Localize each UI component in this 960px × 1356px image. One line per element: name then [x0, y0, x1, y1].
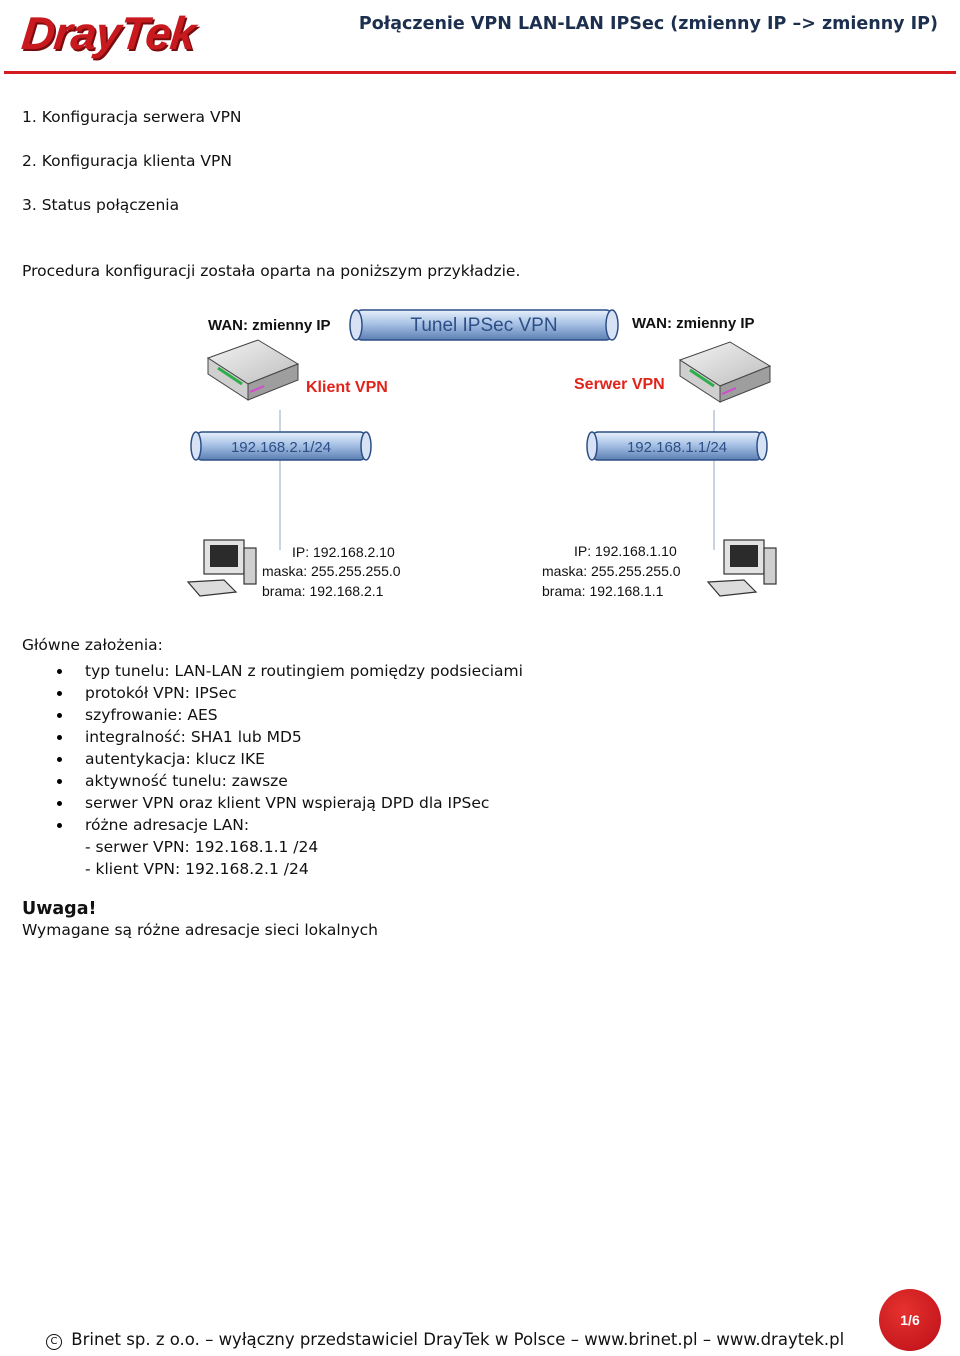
warning-title: Uwaga!: [22, 899, 97, 919]
list-item: protokół VPN: IPSec: [22, 682, 523, 704]
server-pc-gateway: brama: 192.168.1.1: [542, 583, 664, 599]
tunnel-label: Tunel IPSec VPN: [410, 315, 557, 336]
lan-subitem-server: - serwer VPN: 192.168.1.1 /24: [85, 838, 319, 856]
server-lan-pipe: 192.168.1.1/24: [586, 431, 768, 461]
client-pc-ip: IP: 192.168.2.10: [292, 544, 395, 560]
toc-item: 2. Konfiguracja klienta VPN: [22, 152, 232, 170]
bullet-icon: [57, 779, 62, 784]
table-of-contents: 1. Konfiguracja serwera VPN 2. Konfigura…: [22, 108, 242, 240]
footer-text: Brinet sp. z o.o. – wyłączny przedstawic…: [71, 1330, 845, 1349]
page-footer: C Brinet sp. z o.o. – wyłączny przedstaw…: [46, 1330, 844, 1350]
client-pc-gateway: brama: 192.168.2.1: [262, 583, 384, 599]
client-pc-icon: [186, 539, 257, 597]
list-item: typ tunelu: LAN-LAN z routingiem pomiędz…: [22, 660, 523, 682]
vpn-topology-diagram: Tunel IPSec VPN WAN: zmienny IP WAN: zmi…: [186, 309, 777, 599]
bullet-icon: [57, 823, 62, 828]
list-item: różne adresacje LAN:: [22, 814, 523, 836]
toc-item: 1. Konfiguracja serwera VPN: [22, 108, 242, 126]
assumptions-heading: Główne założenia:: [22, 636, 163, 654]
warning-section: Uwaga! Wymagane są różne adresacje sieci…: [22, 899, 378, 939]
list-item: integralność: SHA1 lub MD5: [22, 726, 523, 748]
lan-subitem-client: - klient VPN: 192.168.2.1 /24: [85, 860, 309, 878]
warning-text: Wymagane są różne adresacje sieci lokaln…: [22, 921, 378, 939]
header-divider: [4, 71, 956, 74]
server-pc-icon: [706, 539, 777, 597]
tunnel-pipe: Tunel IPSec VPN: [349, 309, 619, 341]
draytek-logo: DrayTek: [19, 7, 198, 59]
list-item: szyfrowanie: AES: [22, 704, 523, 726]
list-item: serwer VPN oraz klient VPN wspierają DPD…: [22, 792, 523, 814]
bullet-icon: [57, 713, 62, 718]
client-pc-mask: maska: 255.255.255.0: [262, 563, 401, 579]
list-item: autentykacja: klucz IKE: [22, 748, 523, 770]
wan-label-left: WAN: zmienny IP: [208, 317, 331, 334]
client-router-icon: [206, 339, 300, 401]
client-lan-pipe: 192.168.2.1/24: [190, 431, 372, 461]
assumptions-section: Główne założenia: typ tunelu: LAN-LAN z …: [22, 636, 523, 880]
toc-item: 3. Status połączenia: [22, 196, 180, 214]
bullet-icon: [57, 801, 62, 806]
client-lan-label: 192.168.2.1/24: [231, 439, 331, 456]
bullet-icon: [57, 735, 62, 740]
wan-label-right: WAN: zmienny IP: [632, 315, 755, 332]
server-vpn-label: Serwer VPN: [574, 376, 665, 393]
page-title: Połączenie VPN LAN-LAN IPSec (zmienny IP…: [358, 14, 938, 34]
server-lan-label: 192.168.1.1/24: [627, 439, 727, 456]
list-item: aktywność tunelu: zawsze: [22, 770, 523, 792]
client-vpn-label: Klient VPN: [306, 379, 388, 396]
bullet-icon: [57, 669, 62, 674]
assumptions-list: typ tunelu: LAN-LAN z routingiem pomiędz…: [22, 660, 523, 836]
copyright-icon: C: [46, 1334, 62, 1350]
server-router-icon: [678, 341, 772, 403]
server-pc-ip: IP: 192.168.1.10: [574, 543, 677, 559]
bullet-icon: [57, 691, 62, 696]
bullet-icon: [57, 757, 62, 762]
server-pc-mask: maska: 255.255.255.0: [542, 563, 681, 579]
intro-text: Procedura konfiguracji została oparta na…: [22, 262, 521, 280]
page-number-badge: 1/6: [879, 1289, 941, 1351]
